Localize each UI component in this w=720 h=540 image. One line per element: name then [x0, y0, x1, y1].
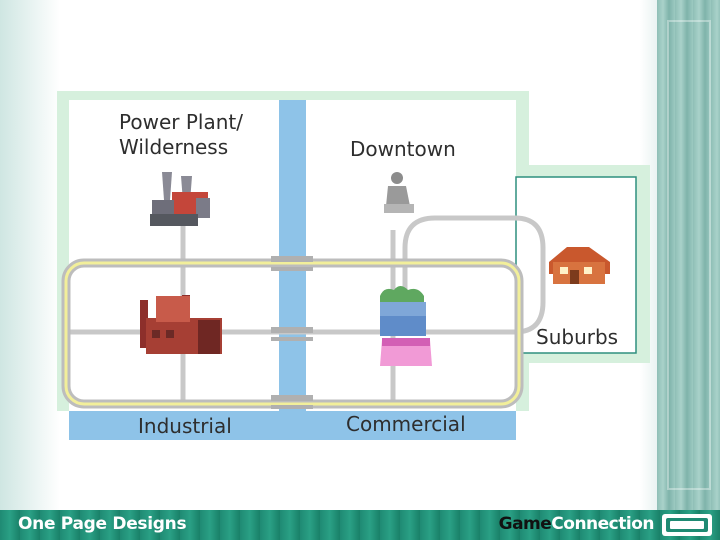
statue-icon	[384, 172, 414, 213]
factory-icon	[140, 295, 222, 354]
river	[279, 100, 306, 411]
brand-logo-icon	[662, 514, 712, 536]
footer-bar: One Page Designs GameConnection	[0, 510, 720, 540]
zone-label-industrial: Industrial	[138, 414, 232, 438]
bottom-band	[69, 411, 516, 440]
brand-part-game: Game	[498, 514, 552, 534]
zone-label-suburbs: Suburbs	[536, 325, 619, 349]
zone-label-commercial: Commercial	[346, 412, 466, 436]
city-zone-map	[57, 91, 650, 440]
bridges	[271, 256, 313, 409]
side-panel-frame	[667, 20, 711, 490]
zone-label-downtown: Downtown	[350, 137, 456, 161]
power-plant-icon	[150, 172, 210, 226]
brand-part-connection: Connection	[551, 514, 654, 534]
zone-label-power-plant: Power Plant/ Wilderness	[119, 110, 243, 159]
house-icon	[549, 247, 610, 284]
shop-icon	[380, 286, 432, 366]
railway-loop	[61, 258, 524, 409]
brand-wordmark: GameConnection	[498, 514, 655, 534]
decorative-side-panel	[657, 0, 720, 510]
footer-title: One Page Designs	[18, 514, 187, 534]
